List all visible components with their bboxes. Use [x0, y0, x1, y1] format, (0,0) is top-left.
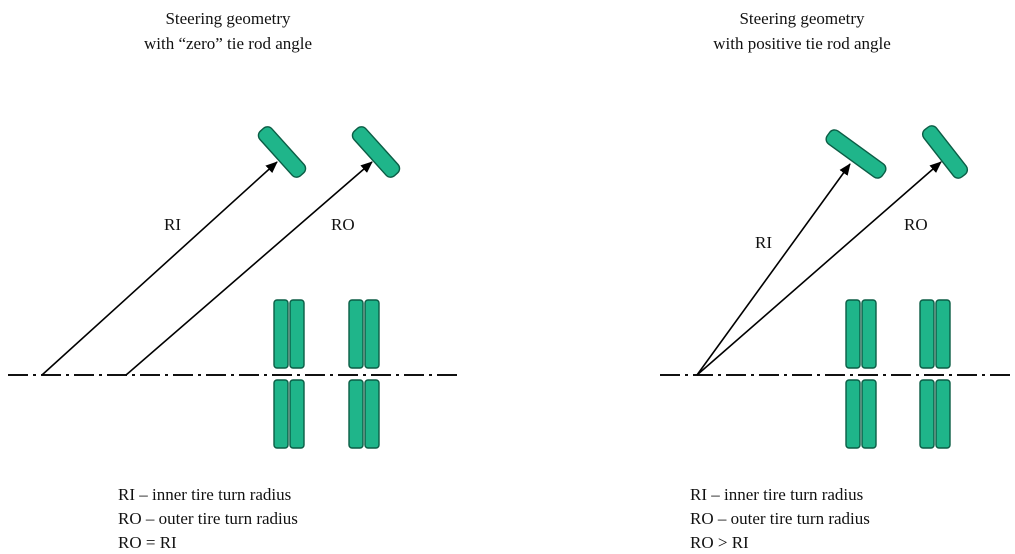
panel-title-line-1: Steering geometry: [165, 9, 291, 28]
rear-tire: [919, 379, 935, 449]
outer-radius-arrow: [125, 161, 373, 376]
legend-inner-radius: RI – inner tire turn radius: [118, 485, 291, 504]
rear-tire: [348, 379, 364, 449]
legend-outer-radius: RO – outer tire turn radius: [118, 509, 298, 528]
panel-positive-tie-rod-angle: Steering geometry with positive tie rod …: [660, 9, 1010, 552]
rear-tire: [845, 299, 861, 369]
rear-tire: [289, 299, 305, 369]
rear-tire: [364, 379, 380, 449]
inner-radius-label: RI: [164, 215, 181, 234]
rear-tire: [289, 379, 305, 449]
legend-relation: RO > RI: [690, 533, 749, 552]
steered-outer-tire: [351, 126, 401, 178]
panel-zero-tie-rod-angle: Steering geometry with “zero” tie rod an…: [8, 9, 458, 552]
steered-outer-tire: [921, 125, 969, 179]
steered-inner-tire: [825, 129, 887, 179]
outer-radius-arrow: [696, 161, 942, 376]
rear-tire: [364, 299, 380, 369]
legend-relation: RO = RI: [118, 533, 177, 552]
rear-tire: [935, 379, 951, 449]
inner-radius-label: RI: [755, 233, 772, 252]
rear-tire: [935, 299, 951, 369]
rear-tire: [919, 299, 935, 369]
panel-title-line-1: Steering geometry: [739, 9, 865, 28]
legend-inner-radius: RI – inner tire turn radius: [690, 485, 863, 504]
outer-radius-label: RO: [904, 215, 928, 234]
outer-radius-label: RO: [331, 215, 355, 234]
steered-inner-tire: [257, 126, 307, 178]
rear-tire: [861, 299, 877, 369]
panel-title-line-2: with positive tie rod angle: [713, 34, 891, 53]
panel-title-line-2: with “zero” tie rod angle: [144, 34, 312, 53]
rear-tire: [348, 299, 364, 369]
rear-tire: [273, 299, 289, 369]
rear-tire: [861, 379, 877, 449]
inner-radius-arrow: [696, 163, 851, 376]
rear-tire: [273, 379, 289, 449]
inner-radius-arrow: [41, 161, 278, 376]
rear-tire: [845, 379, 861, 449]
legend-outer-radius: RO – outer tire turn radius: [690, 509, 870, 528]
